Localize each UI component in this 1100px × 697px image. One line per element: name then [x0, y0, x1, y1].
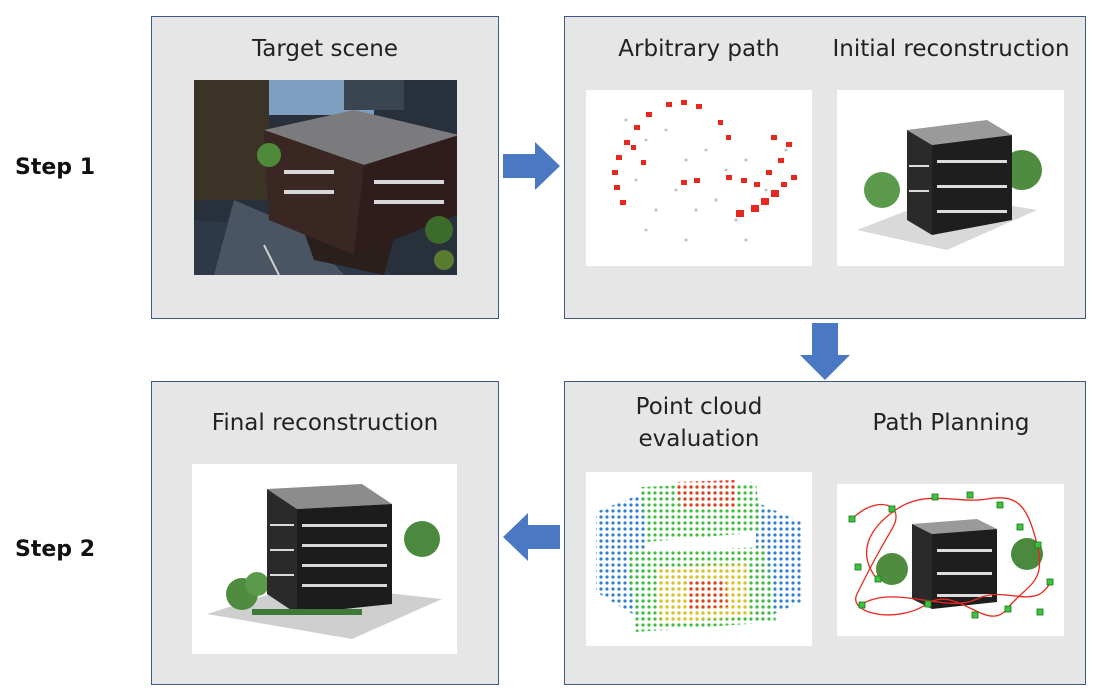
- path-planning-caption: Path Planning: [872, 410, 1030, 436]
- arbitrary-path-image: [586, 90, 812, 266]
- target-scene-panel: Target scene: [151, 16, 499, 319]
- point-cloud-evaluation-image: [586, 472, 812, 646]
- final-reconstruction-panel: Final reconstruction: [151, 381, 499, 685]
- arbitrary-path-caption: Arbitrary path: [618, 36, 780, 62]
- initial-reconstruction-image: [837, 90, 1064, 266]
- initial-step-panel: Arbitrary path Initial reconstruction: [564, 16, 1086, 319]
- point-cloud-evaluation-caption-line2: evaluation: [638, 426, 760, 452]
- arrow-right-icon: [503, 142, 560, 190]
- final-reconstruction-caption: Final reconstruction: [211, 410, 439, 436]
- target-scene-caption: Target scene: [252, 36, 398, 62]
- initial-reconstruction-caption: Initial reconstruction: [832, 36, 1070, 62]
- refinement-step-panel: Point cloud evaluation Path Planning: [564, 381, 1086, 685]
- step-2-label: Step 2: [15, 537, 95, 562]
- path-planning-image: [837, 484, 1064, 636]
- final-reconstruction-image: [192, 464, 457, 654]
- point-cloud-evaluation-caption-line1: Point cloud: [635, 394, 763, 420]
- step-1-label: Step 1: [15, 155, 95, 180]
- target-scene-image: [194, 80, 457, 275]
- arrow-left-icon: [503, 513, 560, 561]
- arrow-down-icon: [800, 323, 850, 380]
